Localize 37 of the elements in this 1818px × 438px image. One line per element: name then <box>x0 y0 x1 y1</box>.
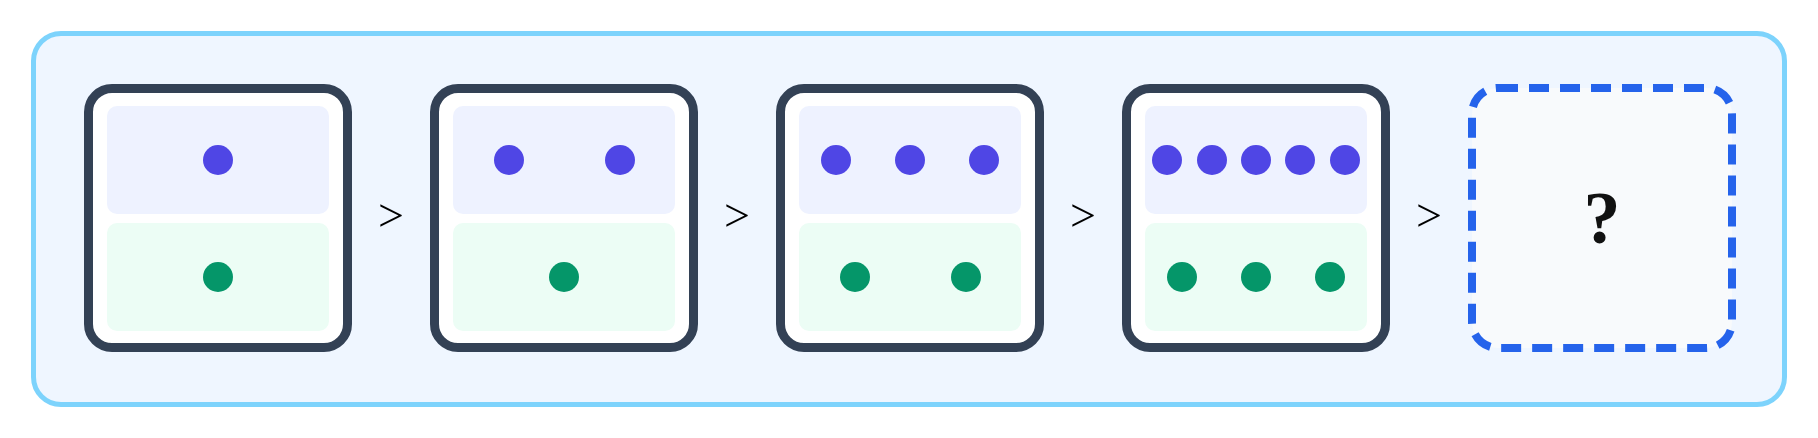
sequence-card <box>84 84 352 352</box>
sequence-card <box>776 84 1044 352</box>
dot-icon <box>1152 145 1183 175</box>
greater-than-sign: > <box>1416 193 1442 239</box>
dot-icon <box>1329 145 1360 175</box>
dot-icon <box>203 262 233 292</box>
dot-icon <box>1167 262 1197 292</box>
dot-icon <box>604 145 635 175</box>
dot-icon <box>549 262 579 292</box>
card-section <box>453 223 675 331</box>
card-section <box>107 106 329 214</box>
dot-icon <box>895 145 925 175</box>
card-section <box>107 223 329 331</box>
dot-icon <box>839 262 870 292</box>
dot-icon <box>1285 145 1316 175</box>
card-section <box>453 106 675 214</box>
card-section <box>799 223 1021 331</box>
dot-icon <box>1241 145 1271 175</box>
dot-icon <box>493 145 524 175</box>
sequence-card <box>430 84 698 352</box>
dot-icon <box>203 145 233 175</box>
dot-icon <box>950 262 981 292</box>
dot-icon <box>1196 145 1227 175</box>
question-mark: ? <box>1583 181 1621 255</box>
dot-icon <box>969 145 999 175</box>
sequence-card <box>1122 84 1390 352</box>
dot-icon <box>1241 262 1271 292</box>
greater-than-sign: > <box>724 193 750 239</box>
greater-than-sign: > <box>378 193 404 239</box>
puzzle-panel <box>31 31 1787 407</box>
dot-icon <box>821 145 851 175</box>
dot-icon <box>1315 262 1345 292</box>
answer-card <box>1468 84 1736 352</box>
card-section <box>1145 106 1367 214</box>
greater-than-sign: > <box>1070 193 1096 239</box>
card-section <box>799 106 1021 214</box>
card-section <box>1145 223 1367 331</box>
